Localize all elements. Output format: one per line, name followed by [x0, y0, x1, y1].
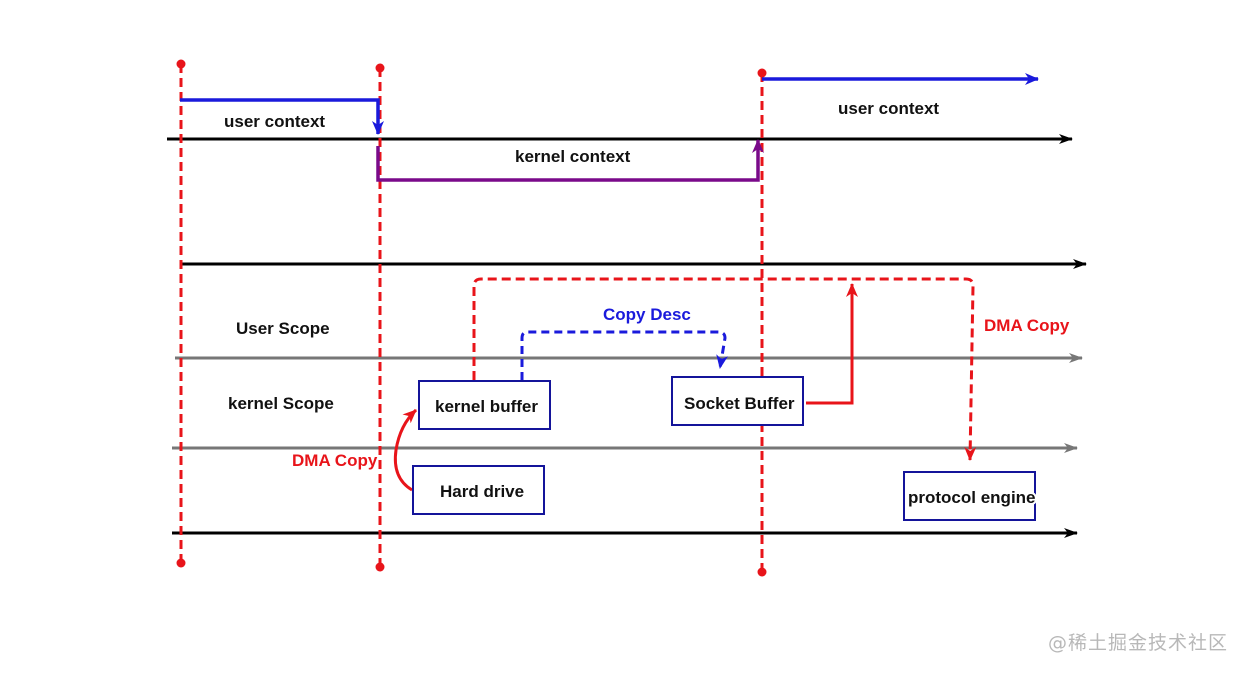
boundary-2: [375, 63, 385, 572]
boundary-1-bottom-dot: [176, 558, 186, 568]
protocol-engine-label: protocol engine: [908, 488, 1036, 507]
boundary-3-top-dot: [757, 68, 767, 78]
boundary-1: [176, 59, 186, 568]
dma-copy-path-to-protocol-engine: [472, 277, 977, 461]
hard-drive-dma-arrow: [393, 408, 418, 492]
protocol-engine-box: protocol engine: [903, 471, 1038, 521]
user-context-label-2: user context: [838, 99, 939, 118]
kernel-context-arrow: [376, 139, 764, 182]
boundary-3-bottom-dot: [757, 567, 767, 577]
user-context-label-1: user context: [224, 112, 325, 131]
copy-desc-arrow: [520, 330, 729, 380]
kernel-buffer-label: kernel buffer: [435, 397, 538, 416]
hard-drive-label: Hard drive: [440, 482, 524, 501]
dma-copy-label-1: DMA Copy: [292, 451, 378, 470]
boundary-2-top-dot: [375, 63, 385, 73]
kernel-context-label: kernel context: [515, 147, 631, 166]
user-scope-label: User Scope: [236, 319, 330, 338]
hard-drive-box: Hard drive: [412, 465, 545, 515]
socket-buffer-dma-arrow: [806, 283, 858, 405]
kernel-scope-label: kernel Scope: [228, 394, 334, 413]
boundary-3: [757, 68, 767, 577]
socket-buffer-label: Socket Buffer: [684, 394, 795, 413]
user-context-arrow-1: [180, 98, 384, 135]
dma-copy-label-2: DMA Copy: [984, 316, 1070, 335]
watermark: @稀土掘金技术社区: [1047, 632, 1228, 654]
kernel-buffer-box: kernel buffer: [418, 380, 551, 430]
boundary-1-top-dot: [176, 59, 186, 69]
boundary-2-bottom-dot: [375, 562, 385, 572]
copy-desc-label: Copy Desc: [603, 305, 691, 324]
socket-buffer-box: Socket Buffer: [671, 376, 804, 426]
